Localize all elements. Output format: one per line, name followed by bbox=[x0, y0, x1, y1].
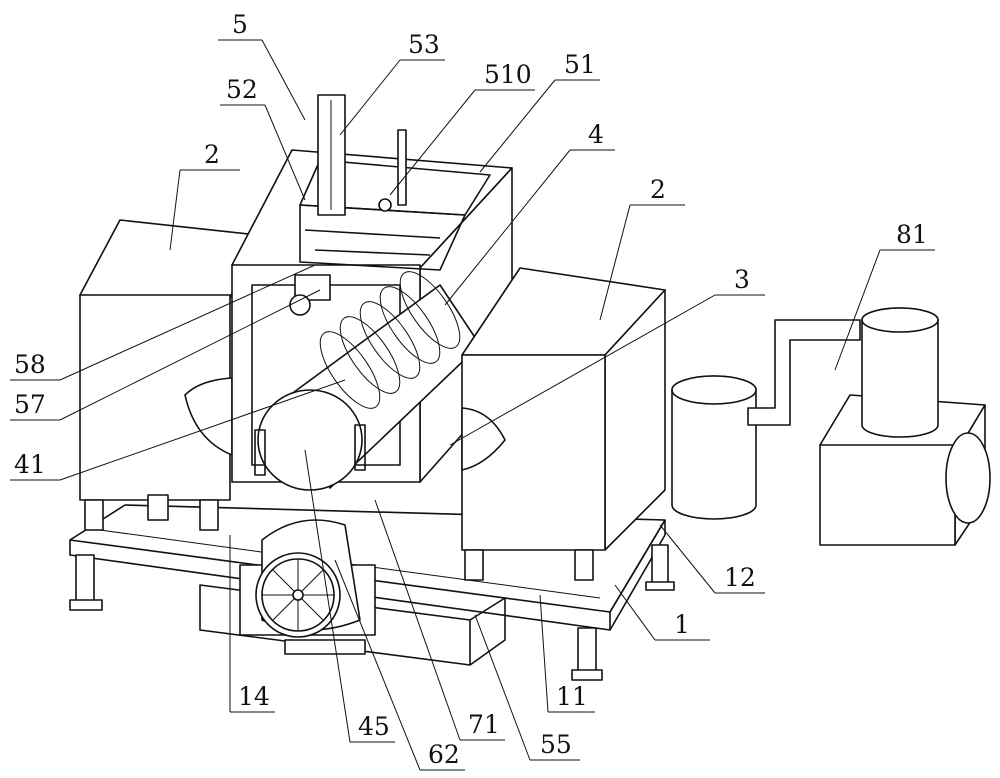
label-52: 52 bbox=[226, 75, 258, 104]
label-5: 5 bbox=[232, 10, 248, 39]
label-12: 12 bbox=[724, 563, 756, 592]
label-71: 71 bbox=[468, 710, 500, 739]
label-58: 58 bbox=[14, 350, 46, 379]
label-11: 11 bbox=[556, 682, 588, 711]
label-4: 4 bbox=[588, 120, 604, 149]
dust-collector bbox=[671, 307, 991, 546]
label-510: 510 bbox=[484, 60, 532, 89]
label-51: 51 bbox=[564, 50, 596, 79]
label-14: 14 bbox=[238, 682, 270, 711]
label-45: 45 bbox=[358, 712, 390, 741]
label-81: 81 bbox=[896, 220, 928, 249]
label-41: 41 bbox=[14, 450, 46, 479]
label-3: 3 bbox=[734, 265, 750, 294]
label-55: 55 bbox=[540, 730, 572, 759]
right-cabinet bbox=[461, 267, 666, 581]
leader-lines bbox=[10, 39, 935, 771]
label-53: 53 bbox=[408, 30, 440, 59]
label-1: 1 bbox=[674, 610, 690, 639]
left-cabinet bbox=[79, 219, 259, 531]
label-2-right: 2 bbox=[650, 175, 666, 204]
label-62: 62 bbox=[428, 740, 460, 769]
label-2-left: 2 bbox=[204, 140, 220, 169]
label-57: 57 bbox=[14, 390, 46, 419]
fan-housing bbox=[239, 519, 376, 638]
